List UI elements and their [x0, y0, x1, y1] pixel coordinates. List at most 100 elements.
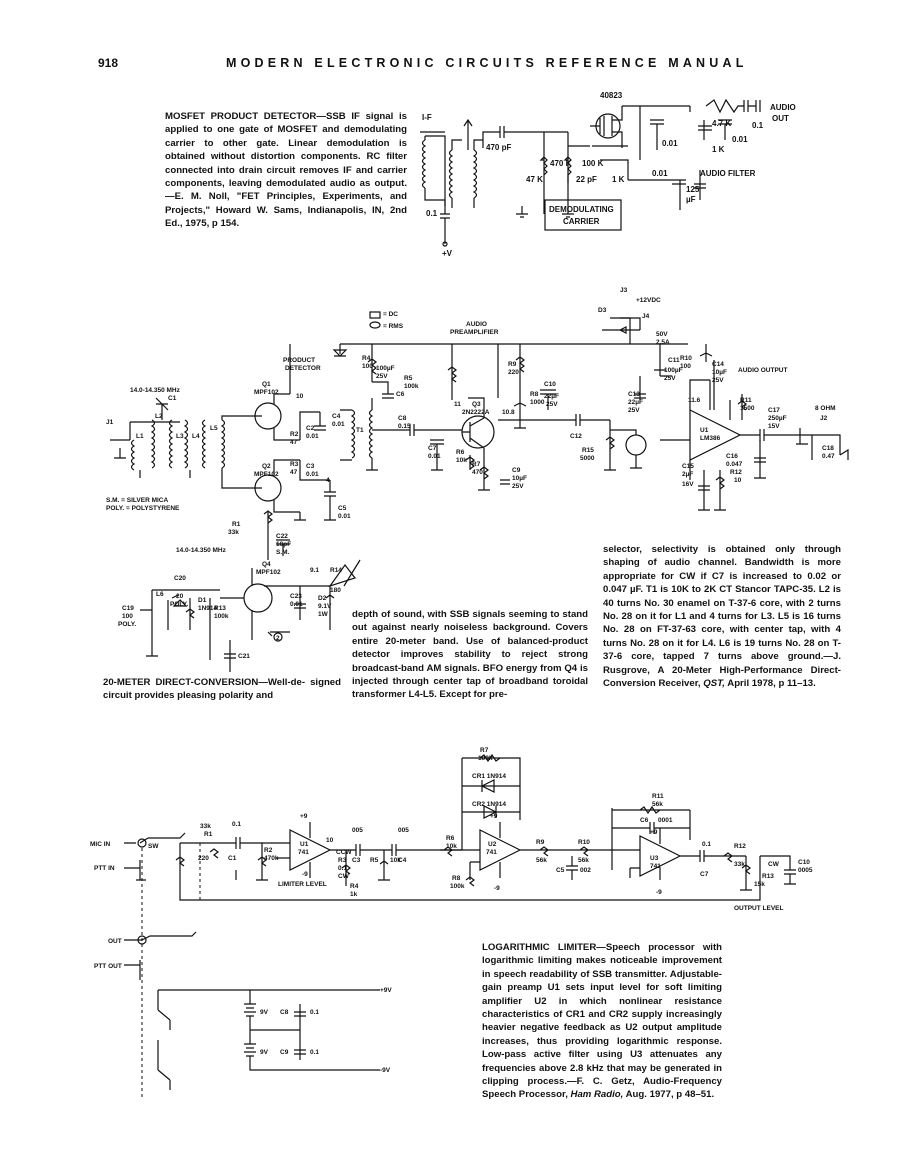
dc-caption-source: QST, — [703, 678, 725, 690]
log-label-17: +9 — [300, 813, 308, 820]
dc-label-68: C12 — [570, 433, 582, 440]
log-label-63: PTT IN — [94, 865, 115, 872]
log-label-36: 10k — [446, 843, 457, 850]
log-label-42: R10 — [578, 839, 590, 846]
dc-label-123: 100k — [214, 613, 229, 620]
dc-label-17: C11 — [668, 357, 680, 364]
log-label-52: 33k — [734, 861, 745, 868]
mosfet-label-18: µF — [686, 195, 696, 204]
log-label-57: CW — [768, 861, 780, 868]
log-label-59: R8 — [452, 875, 461, 882]
log-label-46: +9 — [650, 829, 658, 836]
dc-label-20: R10 — [680, 355, 692, 362]
log-label-31: R5 — [370, 857, 379, 864]
dc-label-0: J3 — [620, 287, 628, 294]
dc-label-96: R12 — [730, 469, 742, 476]
dc-label-88: R3 — [290, 461, 299, 468]
dc-label-66: 2N2222A — [462, 409, 490, 416]
log-schematic: R7 100k CR1 1N914 CR2 1N914 R11 56k C6 0… — [90, 747, 813, 1100]
dc-label-94: 2µF — [682, 471, 693, 478]
dc-caption-col3-body: selector, selectivity is obtained only t… — [603, 544, 841, 690]
log-label-54: 0005 — [798, 867, 813, 874]
mosfet-label-2: OUT — [772, 114, 789, 123]
dc-label-128: 1W — [318, 611, 329, 618]
mosfet-label-13: 47 K — [526, 175, 543, 184]
log-label-23: 0.1 — [338, 865, 347, 872]
mosfet-label-5: 4.7 K — [712, 119, 731, 128]
dc-label-81: 25V — [512, 483, 524, 490]
log-label-67: 9V — [260, 1009, 269, 1016]
log-label-0: R7 — [480, 747, 489, 754]
log-caption: LOGARITHMIC LIMITER—Speech processor wit… — [482, 941, 722, 1102]
log-label-62: -9 — [656, 889, 662, 896]
dc-label-85: 0.047 — [726, 461, 743, 468]
dc-label-50: J1 — [106, 419, 114, 426]
dc-label-95: 16V — [682, 481, 694, 488]
dc-label-28: Q1 — [262, 381, 271, 388]
log-label-21: CCW — [336, 849, 352, 856]
mosfet-label-11: 470 K — [550, 159, 572, 168]
mosfet-label-16: 0.01 — [652, 169, 668, 178]
dc-label-119: POLY. — [170, 601, 188, 608]
dc-label-37: R8 — [530, 391, 539, 398]
log-label-25: R4 — [350, 883, 359, 890]
log-label-38: U2 — [488, 841, 497, 848]
dc-label-29: MPF102 — [254, 389, 279, 396]
dc-label-107: 14.0-14.350 MHz — [176, 547, 227, 554]
dc-label-35: 22µF — [544, 393, 559, 400]
dc-label-97: 10 — [734, 477, 742, 484]
log-label-12: 220 — [198, 855, 209, 862]
dc-label-7: PREAMPLIFIER — [450, 329, 499, 336]
log-label-50: C7 — [700, 871, 709, 878]
mosfet-label-6: 0.1 — [752, 121, 764, 130]
mosfet-schematic: 40823 AUDIO OUT I-F 470 pF 4.7 K 0.1 0.0… — [420, 91, 796, 258]
dc-label-80: 10µF — [512, 475, 527, 482]
dc-label-44: 1500 — [740, 405, 755, 412]
running-title: MODERN ELECTRONIC CIRCUITS REFERENCE MAN… — [226, 56, 748, 70]
mosfet-label-10: AUDIO FILTER — [700, 169, 756, 178]
dc-label-8: PRODUCT — [283, 357, 315, 364]
log-label-53: C10 — [798, 859, 810, 866]
log-label-44: C5 — [556, 867, 565, 874]
dc-label-98: S.M. = SILVER MICA — [106, 497, 168, 504]
dc-caption-col3: selector, selectivity is obtained only t… — [603, 543, 841, 690]
log-label-68: C8 — [280, 1009, 289, 1016]
log-label-13: C1 — [228, 855, 237, 862]
dc-label-34: C10 — [544, 381, 556, 388]
log-label-1: 100k — [478, 755, 493, 762]
dc-label-83: 5000 — [580, 455, 595, 462]
log-caption-body: with logarithmic limiting makes noticeab… — [482, 942, 722, 1101]
dc-label-9: DETECTOR — [285, 365, 321, 372]
log-label-2: CR1 1N914 — [472, 773, 506, 780]
log-caption-source: Ham Radio, — [570, 1089, 624, 1101]
dc-label-122: R13 — [214, 605, 226, 612]
log-label-34: C4 — [398, 857, 407, 864]
mosfet-label-9: 1 K — [712, 145, 725, 154]
dc-label-89: 47 — [290, 469, 298, 476]
dc-label-126: D2 — [318, 595, 327, 602]
mosfet-label-4: 470 pF — [486, 143, 511, 152]
dc-caption-col1: 20-METER DIRECT-CONVERSION—Well-de- sign… — [103, 676, 341, 703]
log-label-15: R2 — [264, 847, 273, 854]
dc-label-110: 9.1 — [310, 567, 319, 574]
log-label-16: 470k — [264, 855, 279, 862]
mosfet-label-1: AUDIO — [770, 103, 796, 112]
dc-label-76: 10k — [456, 457, 467, 464]
dc-label-40: 22µF — [628, 399, 643, 406]
dc-label-116: POLY. — [118, 621, 136, 628]
dc-label-92: 4 — [326, 477, 330, 484]
dc-label-48: 8 OHM — [815, 405, 836, 412]
dc-label-53: L3 — [176, 433, 184, 440]
dc-label-70: LM386 — [700, 435, 721, 442]
dc-label-1: +12VDC — [636, 297, 661, 304]
dc-label-75: R6 — [456, 449, 465, 456]
dc-label-69: U1 — [700, 427, 709, 434]
dc-caption-tail: April 1978, p 11–13. — [727, 678, 816, 690]
dc-label-74: 0.01 — [428, 453, 441, 460]
dc-label-60: C4 — [332, 413, 341, 420]
dc-caption-lead: 20-METER DIRECT-CONVERSION—Well-de- — [103, 677, 306, 688]
log-label-29: 005 — [352, 827, 363, 834]
dc-label-4: 50V — [656, 331, 668, 338]
dc-label-125: 0.01 — [290, 601, 303, 608]
